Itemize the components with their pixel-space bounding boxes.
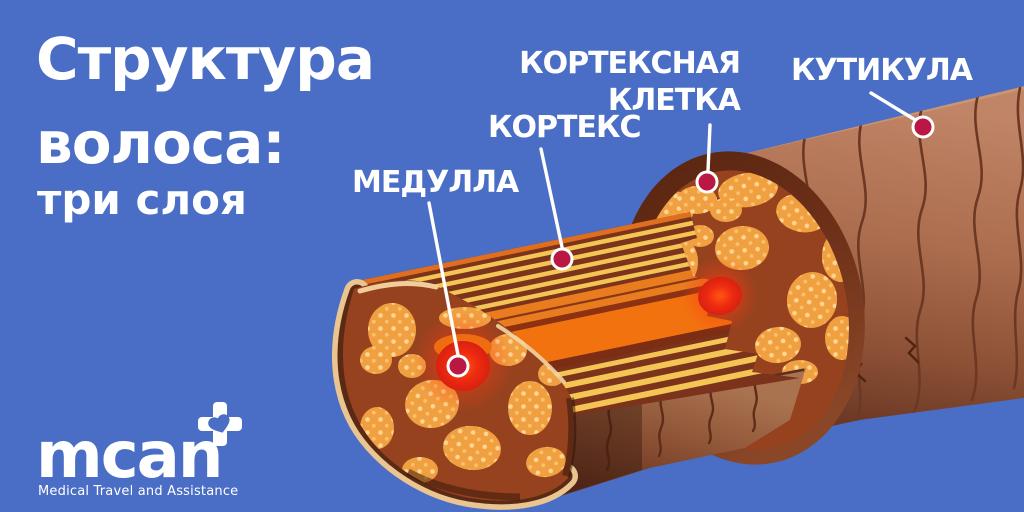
callout-dot-medulla (446, 354, 470, 378)
callout-line-medulla (427, 201, 460, 357)
logo-tagline: Medical Travel and Assistance (38, 484, 239, 499)
callout-line-cortex-cell (706, 123, 712, 173)
label-medulla: МЕДУЛЛА (352, 165, 519, 200)
page-subtitle: три слоя (37, 175, 247, 224)
callout-dot-cortex-cell (695, 170, 719, 194)
page-title-line2: волоса: (36, 109, 286, 177)
hair-end-face (332, 279, 578, 510)
callout-dot-cuticle (911, 115, 935, 139)
callout-line-cuticle (869, 91, 919, 123)
label-cortex: КОРТЕКС (488, 110, 642, 145)
callout-dots (446, 115, 935, 378)
label-cortex-cell-line2: КЛЕТКА (607, 83, 741, 118)
callout-lines (427, 91, 919, 357)
label-cortex-cell: КОРТЕКСНАЯ КЛЕТКА (519, 45, 741, 119)
page-title-line1: Структура (36, 25, 375, 93)
label-cortex-cell-line1: КОРТЕКСНАЯ (519, 46, 741, 81)
callout-dot-cortex (550, 247, 574, 271)
label-cuticle: КУТИКУЛА (791, 53, 973, 88)
callout-line-cortex (539, 147, 564, 249)
plus-heart-icon (198, 402, 242, 446)
medulla-end-disc (682, 257, 758, 333)
logo-wordmark: mcan (36, 419, 223, 493)
brand-logo: mcan Medical Travel and Assistance (36, 402, 296, 504)
